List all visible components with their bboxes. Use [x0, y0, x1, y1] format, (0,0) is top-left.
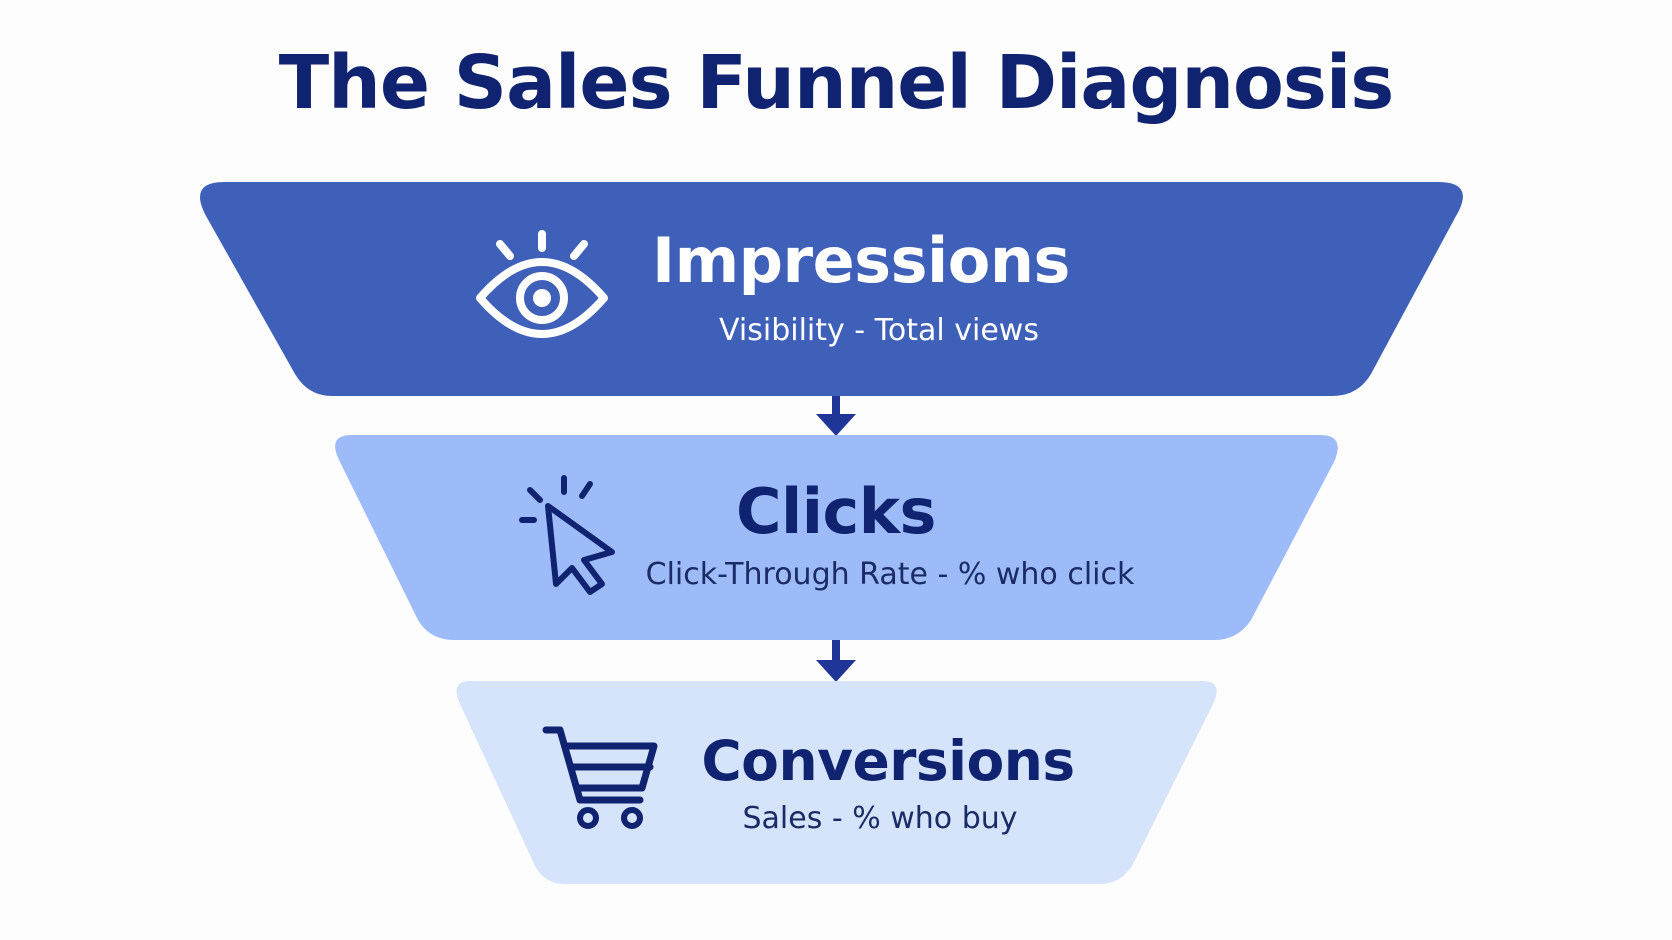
eye-icon [476, 230, 608, 338]
cursor-click-icon [519, 475, 615, 595]
eye-pupil [533, 289, 551, 307]
funnel-stage-clicks: Clicks Click-Through Rate - % who click [335, 435, 1338, 640]
shopping-cart-icon [542, 726, 658, 804]
funnel-stage-shape [200, 182, 1463, 396]
cart-wheels [577, 807, 643, 829]
stage-subtitle-conversions: Sales - % who buy [742, 801, 1017, 836]
funnel-stage-conversions: Conversions Sales - % who buy [456, 681, 1217, 884]
funnel-stage-impressions: Impressions Visibility - Total views [200, 182, 1463, 396]
stage-title-conversions: Conversions [701, 729, 1074, 793]
stage-subtitle-clicks: Click-Through Rate - % who click [646, 557, 1135, 592]
page-title: The Sales Funnel Diagnosis [279, 40, 1394, 126]
stage-title-clicks: Clicks [736, 475, 936, 548]
arrow-down-icon [816, 396, 856, 436]
stage-subtitle-impressions: Visibility - Total views [719, 313, 1039, 348]
arrow-down-icon [816, 640, 856, 682]
funnel-stage-shape [456, 681, 1217, 884]
stage-title-impressions: Impressions [652, 224, 1070, 297]
